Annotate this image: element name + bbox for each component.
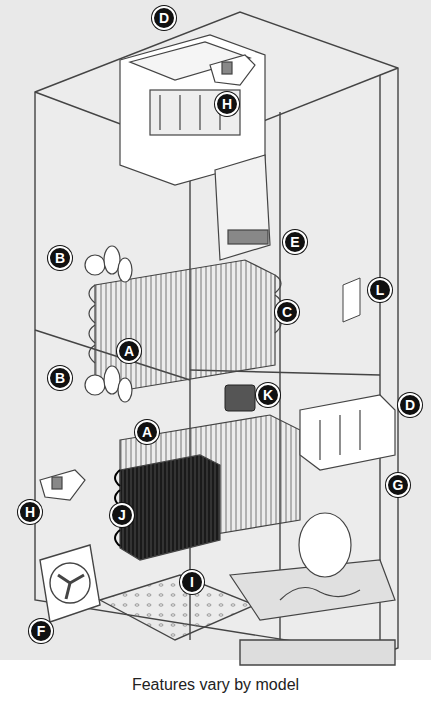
callout-circle: C <box>275 300 299 324</box>
callout-letter: D <box>159 11 169 25</box>
callout-circle: H <box>18 500 42 524</box>
callout-circle: K <box>256 383 280 407</box>
callout-circle: A <box>135 420 159 444</box>
callout-circle: B <box>48 366 72 390</box>
callout-letter: A <box>142 425 152 439</box>
callout-letter: I <box>190 575 194 589</box>
callout-letter: A <box>124 344 134 358</box>
callout-letter: B <box>55 371 65 385</box>
callout-letter: B <box>55 251 65 265</box>
callout-circle: D <box>398 393 422 417</box>
callout-letter: J <box>118 508 126 522</box>
callout-letter: E <box>290 235 299 249</box>
callout-letter: H <box>25 505 35 519</box>
callout-circle: D <box>152 6 176 30</box>
callout-circle: F <box>29 619 53 643</box>
callout-circle: G <box>386 473 410 497</box>
callout-circle: E <box>283 230 307 254</box>
callout-letter: F <box>37 624 46 638</box>
callout-circle: B <box>48 246 72 270</box>
callout-circle: H <box>215 92 239 116</box>
callout-letter: G <box>393 478 404 492</box>
callout-circle: L <box>368 278 392 302</box>
callout-circle: I <box>180 570 204 594</box>
callout-letter: C <box>282 305 292 319</box>
callout-letter: L <box>376 283 385 297</box>
caption: Features vary by model <box>0 676 431 694</box>
callout-circle: A <box>117 339 141 363</box>
callout-letter: D <box>405 398 415 412</box>
callout-circle: J <box>110 503 134 527</box>
callout-letter: H <box>222 97 232 111</box>
callout-letter: K <box>263 388 273 402</box>
